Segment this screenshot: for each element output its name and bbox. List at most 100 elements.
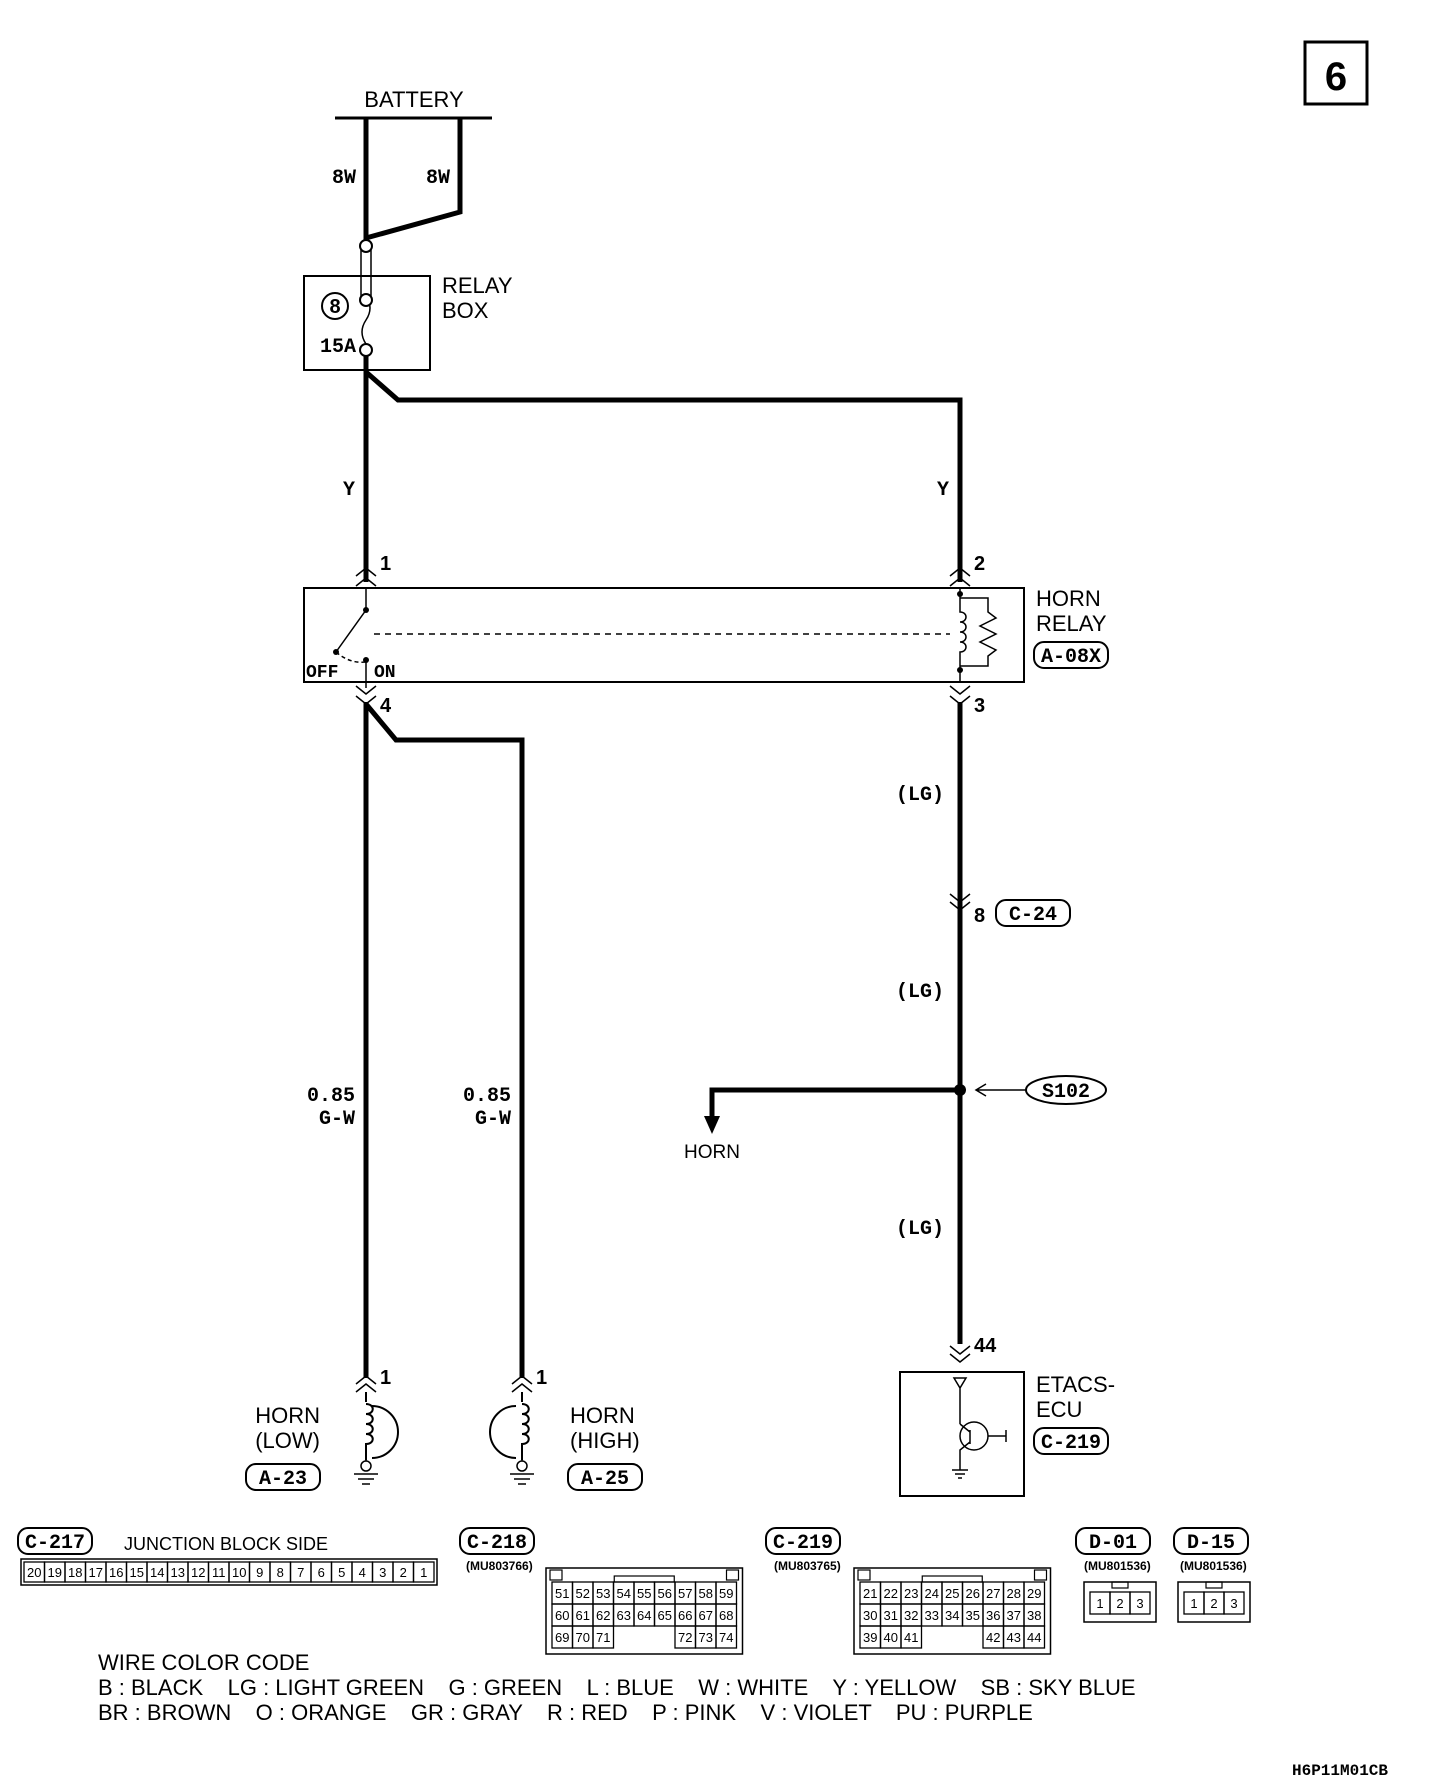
c219-cell — [1023, 1625, 1046, 1649]
c218-cell — [592, 1625, 615, 1649]
c218-pin-label: 53 — [596, 1586, 610, 1601]
battery-wire-right — [365, 118, 463, 241]
c217-pin-label: 9 — [256, 1565, 263, 1580]
c217-pin-label: 20 — [27, 1565, 41, 1580]
c217-label: C-217 — [25, 1532, 85, 1555]
c217-pin-label: 17 — [89, 1565, 103, 1580]
wire-label-8w-left: 8W — [332, 167, 356, 190]
c217-housing — [20, 1558, 438, 1586]
wire-label-lg-2: (LG) — [896, 981, 944, 1004]
horn-low-pin: 1 — [380, 1367, 391, 1389]
c217-pin-label: 13 — [171, 1565, 185, 1580]
c217-pin-label: 10 — [232, 1565, 246, 1580]
c218-pin-label: 52 — [576, 1586, 590, 1601]
c219-pin-label: 42 — [986, 1630, 1000, 1645]
d15-tag — [1173, 1527, 1249, 1555]
fuse-number-circle — [321, 292, 349, 320]
relay-pin-3: 3 — [974, 695, 985, 717]
c217-pin-label: 12 — [191, 1565, 205, 1580]
d15-part: (MU801536) — [1180, 1559, 1247, 1573]
c217-pin-label: 19 — [48, 1565, 62, 1580]
page-number-box — [1303, 40, 1369, 106]
d15-label: D-15 — [1187, 1532, 1235, 1555]
c219-pin-label: 27 — [986, 1586, 1000, 1601]
c218-pin-label: 70 — [576, 1630, 590, 1645]
wire-horn-branch — [709, 1087, 960, 1120]
wire-label-y-left: Y — [343, 479, 355, 502]
d01-pin-label: 2 — [1116, 1596, 1123, 1611]
c219-pin-label: 22 — [884, 1586, 898, 1601]
color-code-line-1: B : BLACK LG : LIGHT GREEN G : GREEN L :… — [98, 1675, 1136, 1700]
d15-pin-label: 3 — [1230, 1596, 1237, 1611]
horn-high-pin: 1 — [536, 1367, 547, 1389]
horn-high-pin-mark — [511, 1375, 533, 1393]
horn-branch-arrow — [704, 1116, 720, 1134]
c219-pin-label: 33 — [925, 1608, 939, 1623]
wire-y-right — [364, 370, 963, 582]
d01-tag — [1075, 1527, 1151, 1555]
connector-c24-tag — [995, 899, 1071, 927]
fuse-mid-terminal — [359, 293, 373, 307]
horn-relay-connector: A-08X — [1041, 646, 1101, 669]
c218-cell — [715, 1625, 738, 1649]
relay-on-label: ON — [374, 663, 396, 683]
c217-pin-label: 5 — [338, 1565, 345, 1580]
color-code-title: WIRE COLOR CODE — [98, 1650, 309, 1675]
c218-part: (MU803766) — [466, 1559, 533, 1573]
c219-pin-label: 39 — [863, 1630, 877, 1645]
d15-cell — [1223, 1591, 1245, 1615]
horn-high-connector-tag — [567, 1463, 643, 1491]
c218-pin-label: 64 — [637, 1608, 651, 1623]
c218-tag — [459, 1527, 535, 1555]
c219-pin-label: 43 — [1007, 1630, 1021, 1645]
splice-label: S102 — [1042, 1081, 1090, 1104]
c217-pin-label: 7 — [297, 1565, 304, 1580]
relay-pin-4: 4 — [380, 695, 392, 717]
c219-pin-label: 25 — [945, 1586, 959, 1601]
c219-pin-label: 36 — [986, 1608, 1000, 1623]
c218-pin-label: 69 — [555, 1630, 569, 1645]
c218-pin-label: 61 — [576, 1608, 590, 1623]
relay-box-label-2: BOX — [442, 298, 489, 323]
c219-panel-tag — [765, 1527, 841, 1555]
horn-branch-label: HORN — [684, 1142, 740, 1163]
relay-coil-node-top — [957, 591, 963, 597]
wire-label-gw-left-1: 0.85 — [307, 1085, 355, 1108]
wire-label-gw-left-2: G-W — [319, 1108, 355, 1131]
c218-label: C-218 — [467, 1532, 527, 1555]
page-number: 6 — [1325, 55, 1347, 99]
c218-pin-label: 63 — [617, 1608, 631, 1623]
etacs-ground-icon — [952, 1469, 968, 1479]
d01-label: D-01 — [1089, 1532, 1137, 1555]
relay-pin3-mark — [949, 685, 971, 705]
d15-pin-label: 1 — [1190, 1596, 1197, 1611]
c219-pin-label: 41 — [904, 1630, 918, 1645]
d15-key — [1205, 1581, 1223, 1589]
c219-cell — [900, 1625, 923, 1649]
d01-cell — [1129, 1591, 1151, 1615]
horn-high-label-2: (HIGH) — [570, 1428, 640, 1453]
c219-housing — [853, 1567, 1052, 1655]
horn-high-terminal — [516, 1460, 528, 1472]
c219-pin-label: 21 — [863, 1586, 877, 1601]
etacs-connector: C-219 — [1041, 1432, 1101, 1455]
splice-pointer — [974, 1083, 1026, 1097]
c218-pin-label: 55 — [637, 1586, 651, 1601]
c217-cell — [412, 1561, 435, 1583]
etacs-pin-mark — [949, 1345, 971, 1363]
c218-housing — [545, 1567, 744, 1655]
c219-pin-label: 30 — [863, 1608, 877, 1623]
c218-pin-label: 56 — [658, 1586, 672, 1601]
relay-pin2-mark — [949, 567, 971, 587]
etacs-pin: 44 — [974, 1335, 997, 1357]
horn-low-label-2: (LOW) — [255, 1428, 320, 1453]
c219-pin-label: 32 — [904, 1608, 918, 1623]
wire-label-gw-right-1: 0.85 — [463, 1085, 511, 1108]
horn-low-icon — [365, 1392, 399, 1460]
d01-pin-label: 3 — [1136, 1596, 1143, 1611]
c218-pin-label: 73 — [699, 1630, 713, 1645]
etacs-connector-tag — [1033, 1427, 1109, 1455]
